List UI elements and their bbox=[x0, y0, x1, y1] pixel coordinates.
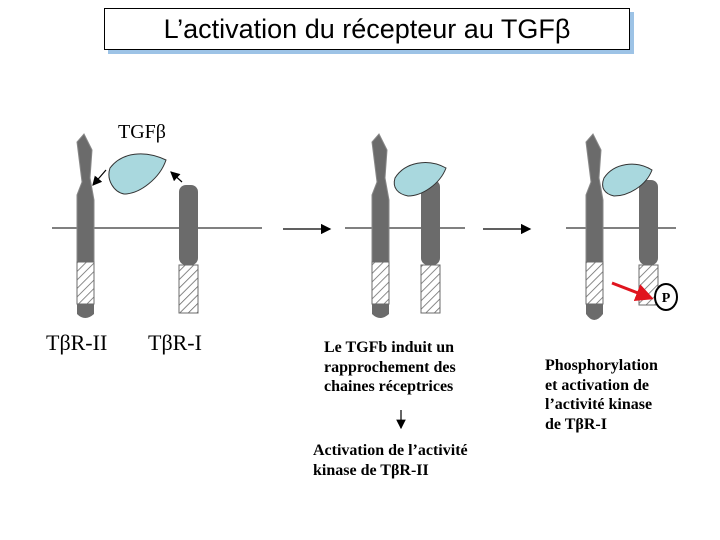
page-title: L’activation du récepteur au TGFβ bbox=[104, 8, 630, 50]
ligand-tgf-beta-panel2 bbox=[393, 162, 447, 197]
receptor-type2-panel1 bbox=[76, 133, 95, 318]
ligand-tgf-beta-panel1 bbox=[108, 153, 167, 195]
ligand-tgf-beta-panel3 bbox=[602, 163, 653, 197]
note-step2: Activation de l’activité kinase de TβR-I… bbox=[313, 442, 468, 479]
ligand-label: TGFβ bbox=[118, 121, 166, 143]
receptor-type1-panel3 bbox=[638, 180, 659, 306]
receptor-type2-panel2 bbox=[371, 133, 390, 318]
ligand-arrow-left bbox=[92, 169, 107, 186]
note-step3: Phosphorylation et activation de l’activ… bbox=[545, 357, 658, 433]
receptor-type1-panel1 bbox=[178, 185, 199, 314]
phosphate-badge bbox=[654, 283, 678, 311]
receptor-type2-label: TβR-II bbox=[46, 330, 108, 355]
note-step1: Le TGFb induit un rapprochement des chai… bbox=[324, 339, 456, 395]
phosphate-label: P bbox=[662, 291, 671, 306]
receptor-type1-label: TβR-I bbox=[148, 330, 202, 355]
ligand-arrow-right bbox=[170, 171, 183, 183]
receptor-type2-panel3 bbox=[585, 133, 604, 320]
phosphorylation-arrow bbox=[611, 281, 654, 302]
receptor-type1-panel2 bbox=[420, 180, 441, 314]
